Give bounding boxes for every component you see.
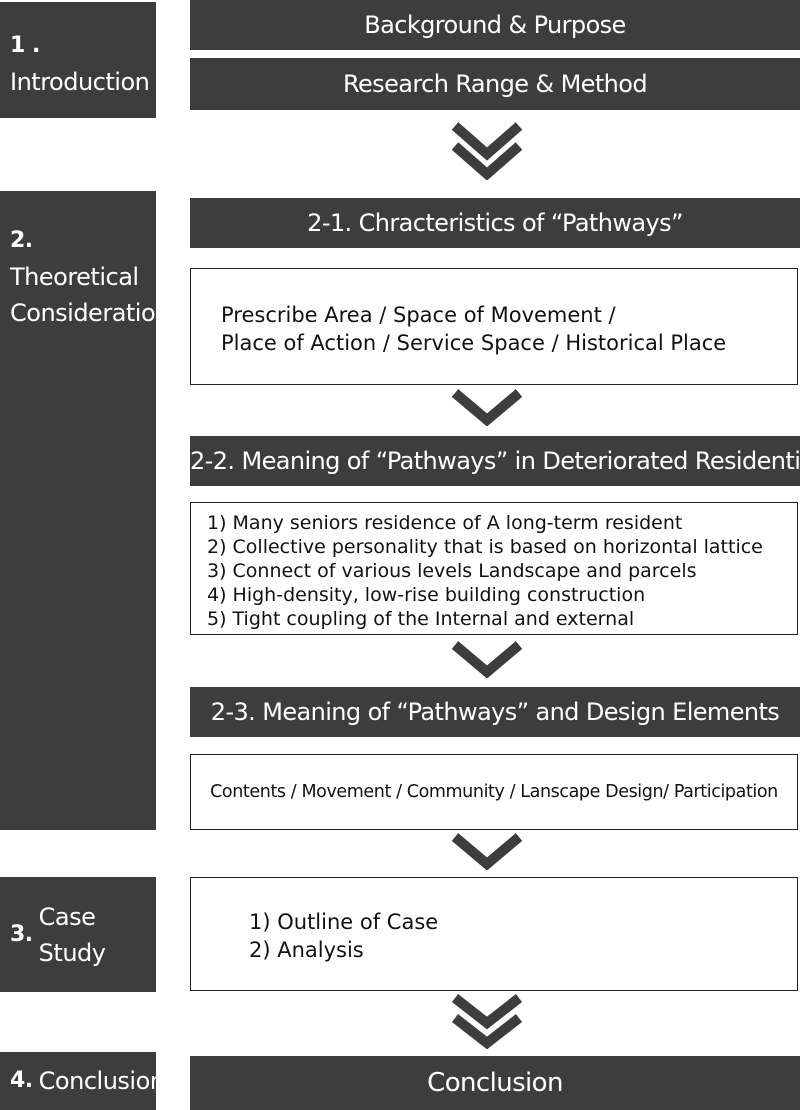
meaning-deteriorated-list: 1) Many seniors residence of A long-term…	[190, 502, 798, 635]
stage-case-title: Case Study	[38, 902, 106, 967]
meaning-deteriorated-area-title: 2-2. Meaning of “Pathways” in Deteriorat…	[190, 447, 800, 475]
stage-theoretical-consideration: 2. Theoretical Consideration	[0, 191, 170, 830]
list-item: 3) Connect of various levels Landscape a…	[207, 560, 697, 582]
characteristics-line-1: Prescribe Area / Space of Movement /	[221, 303, 616, 327]
chevron-down-icon	[451, 640, 523, 678]
stage-introduction: 1 . Introduction	[0, 2, 156, 118]
conclusion-bar: Conclusion	[190, 1056, 800, 1110]
stage-introduction-title: Introduction	[10, 68, 150, 96]
stage-case-number: 3.	[10, 921, 33, 947]
characteristics-box: Prescribe Area / Space of Movement / Pla…	[190, 268, 798, 385]
stage-conclusion-number: 4.	[10, 1068, 33, 1093]
stage-theory-title-line2: Consideration	[10, 299, 170, 327]
double-chevron-down-icon	[451, 120, 523, 180]
stage-introduction-number: 1 .	[10, 33, 40, 58]
case-study-box: 1) Outline of Case 2) Analysis	[190, 877, 798, 991]
double-chevron-down-icon	[451, 993, 523, 1049]
chevron-down-icon	[451, 832, 523, 870]
list-item: 2) Collective personality that is based …	[207, 536, 763, 558]
stage-conclusion: 4. Conclusion	[0, 1052, 165, 1110]
meaning-design-elements-header: 2-3. Meaning of “Pathways” and Design El…	[190, 687, 800, 737]
list-item: 2) Analysis	[249, 938, 364, 962]
background-purpose-bar: Background & Purpose	[190, 0, 800, 50]
meaning-deteriorated-area-header: 2-2. Meaning of “Pathways” in Deteriorat…	[190, 436, 800, 486]
research-range-method-bar: Research Range & Method	[190, 58, 800, 110]
characteristics-line-2: Place of Action / Service Space / Histor…	[221, 331, 727, 355]
design-elements-text: Contents / Movement / Community / Lansca…	[210, 782, 778, 802]
list-item: 1) Many seniors residence of A long-term…	[207, 512, 683, 534]
list-item: 5) Tight coupling of the Internal and ex…	[207, 608, 635, 630]
stage-case-study: 3. Case Study	[0, 877, 156, 992]
stage-theory-title-line1: Theoretical	[10, 263, 139, 291]
characteristics-pathways-header: 2-1. Chracteristics of “Pathways”	[190, 198, 800, 248]
chevron-down-icon	[451, 388, 523, 426]
list-item: 4) High-density, low-rise building const…	[207, 584, 646, 606]
design-elements-box: Contents / Movement / Community / Lansca…	[190, 754, 798, 830]
list-item: 1) Outline of Case	[249, 910, 439, 934]
stage-conclusion-title: Conclusion	[38, 1067, 165, 1095]
stage-theory-number: 2.	[10, 228, 33, 253]
